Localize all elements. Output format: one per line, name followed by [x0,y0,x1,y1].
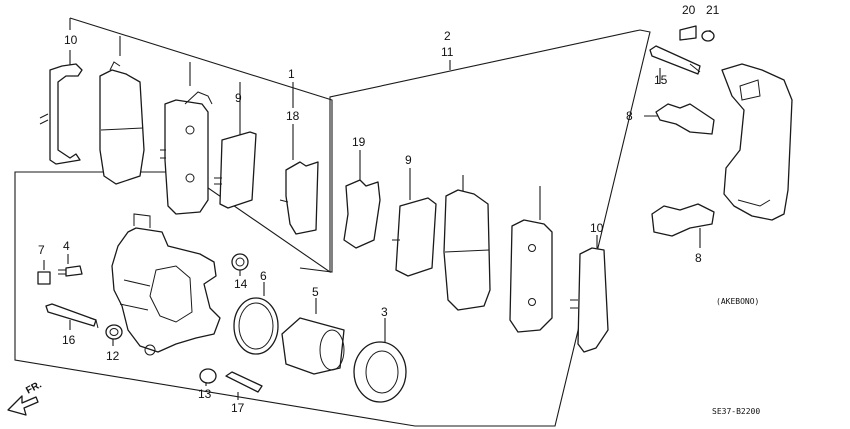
leader-lines [43,30,711,400]
dust-boot [353,341,407,403]
bleed-cap [37,271,51,285]
pad-outer-left [99,61,145,185]
diagram-code: SE37-B2200 [712,407,760,416]
caliper-bracket [721,63,793,221]
callout-13: 13 [198,387,212,401]
bleed-screw [58,265,83,277]
shim-outer-left [39,63,83,165]
callout-1: 1 [288,67,295,81]
pad-clip-1 [279,161,319,235]
pin-boot-14 [231,253,249,271]
shim-outer-right [570,247,609,353]
callout-7: 7 [38,243,45,257]
callout-8: 8 [626,109,633,123]
shim-inner-left [214,131,257,209]
bracket-bolt [679,25,697,41]
pin-boot-13 [199,368,217,384]
pad-inner-left [160,91,213,215]
guide-pin-long [45,303,99,329]
pad-outer-right [509,219,553,333]
callout-10b: 10 [590,221,604,235]
pad-clip-19 [343,179,381,249]
callout-11: 11 [441,45,454,59]
callout-21: 21 [706,3,720,17]
guide-pin-15 [649,45,701,75]
front-arrow-icon [7,395,39,416]
frame-caliper-assembly [14,29,651,427]
callout-4: 4 [63,239,70,253]
pin-boot-12 [105,324,123,340]
callout-12: 12 [106,349,120,363]
pad-inner-right [443,189,491,311]
piston [281,317,345,375]
callout-20: 20 [682,3,696,17]
direction-label: FR. [24,379,44,396]
callout-18: 18 [286,109,300,123]
piston-seal [233,297,279,355]
callout-17: 17 [231,401,245,415]
frame-pad-set [69,17,333,273]
callout-9b: 9 [405,153,412,167]
callout-8b: 8 [695,251,702,265]
shim-inner-right [392,197,437,277]
callout-5: 5 [312,285,319,299]
caliper-body [111,213,221,356]
variant-label: (AKEBONO) [716,297,759,306]
guide-pin-short [225,371,263,393]
callout-19: 19 [352,135,366,149]
pad-retainer-upper [655,103,715,135]
callout-3: 3 [381,305,388,319]
callout-14: 14 [234,277,248,291]
callouts: 10 1 2 11 9 18 19 9 10 20 21 15 8 8 7 4 … [38,3,720,415]
callout-6: 6 [260,269,267,283]
callout-15: 15 [654,73,668,87]
callout-10: 10 [64,33,78,47]
bolt-washer [701,30,715,42]
callout-9: 9 [235,91,242,105]
callout-16: 16 [62,333,76,347]
callout-2: 2 [444,29,451,43]
pad-retainer-lower [651,203,715,237]
